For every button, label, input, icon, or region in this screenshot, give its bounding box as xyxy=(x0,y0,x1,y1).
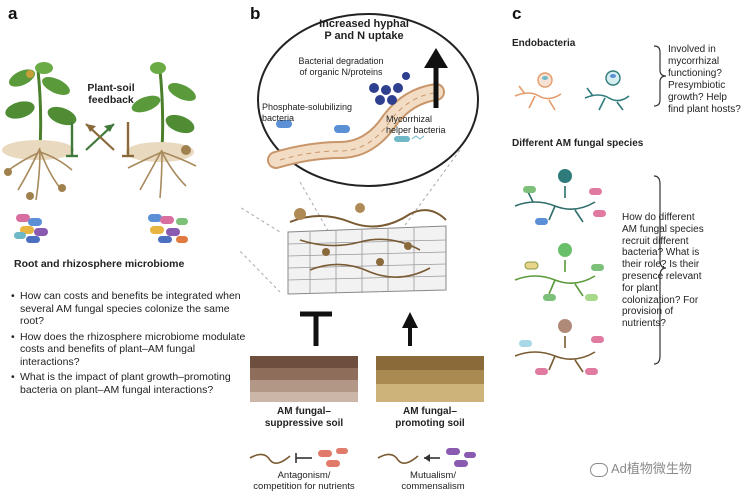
hyphal-uptake-title: Increased hyphal P and N uptake xyxy=(319,18,409,42)
left-plant-icon xyxy=(2,62,77,201)
am-fungus-green-icon xyxy=(514,243,604,301)
mutualism-label: Mutualism/ commensalism xyxy=(401,470,465,492)
left-microbiome-icon xyxy=(14,214,48,243)
mutualism-icon xyxy=(377,448,476,467)
feedback-arrows-icon xyxy=(66,122,134,158)
endobacteria-title: Endobacteria xyxy=(512,38,576,49)
root-cortex-block xyxy=(287,203,447,295)
root-microbiome-label: Root and rhizosphere microbiome xyxy=(14,258,185,270)
endobacteria-fungus-icon xyxy=(514,70,630,111)
question-item: How can costs and benefits be integrated… xyxy=(11,290,250,328)
degradation-label: Bacterial degradation of organic N/prote… xyxy=(298,56,384,77)
species-question: How do different AM fungal species recru… xyxy=(622,212,704,330)
right-microbiome-icon xyxy=(148,214,188,243)
panel-c-braces xyxy=(653,45,667,365)
suppressive-soil-label: AM fungal– suppressive soil xyxy=(264,406,344,429)
am-fungus-teal-icon xyxy=(514,169,606,225)
promoting-soil-label: AM fungal– promoting soil xyxy=(395,406,465,429)
antagonism-icon xyxy=(249,448,348,467)
promoting-soil-block xyxy=(376,356,484,402)
antagonism-label: Antagonism/ competition for nutrients xyxy=(253,470,355,492)
panel-a-plants-illustration xyxy=(2,62,197,243)
phosphate-bacteria-label: Phosphate-solubilizing bacteria xyxy=(262,102,353,123)
question-item: What is the impact of plant growth–promo… xyxy=(11,371,250,396)
am-fungal-species-title: Different AM fungal species xyxy=(512,138,644,149)
panel-c-letter: c xyxy=(512,4,522,23)
wechat-icon xyxy=(590,462,608,477)
question-item: How does the rhizosphere microbiome modu… xyxy=(11,331,250,369)
panel-b-letter: b xyxy=(250,4,261,23)
right-plant-icon xyxy=(126,62,197,199)
panel-c-illustration xyxy=(514,70,630,375)
am-fungus-brown-icon xyxy=(514,319,604,375)
panel-a-letter: a xyxy=(8,4,18,23)
watermark: Ad植物微生物 xyxy=(590,458,750,480)
suppressive-soil-block xyxy=(250,356,358,402)
endobacteria-question: Involved in mycorrhizal functioning? Pre… xyxy=(668,44,741,115)
inhibit-symbol xyxy=(300,311,332,346)
panel-a-question-list: How can costs and benefits be integrated… xyxy=(10,290,250,399)
helper-bacteria-label: Mycorrhizal helper bacteria xyxy=(386,114,446,135)
panel-b-illustration xyxy=(240,13,484,467)
promote-arrow xyxy=(402,312,418,346)
plant-soil-feedback-label: Plant-soil feedback xyxy=(87,82,135,106)
watermark-text: Ad植物微生物 xyxy=(611,461,692,476)
